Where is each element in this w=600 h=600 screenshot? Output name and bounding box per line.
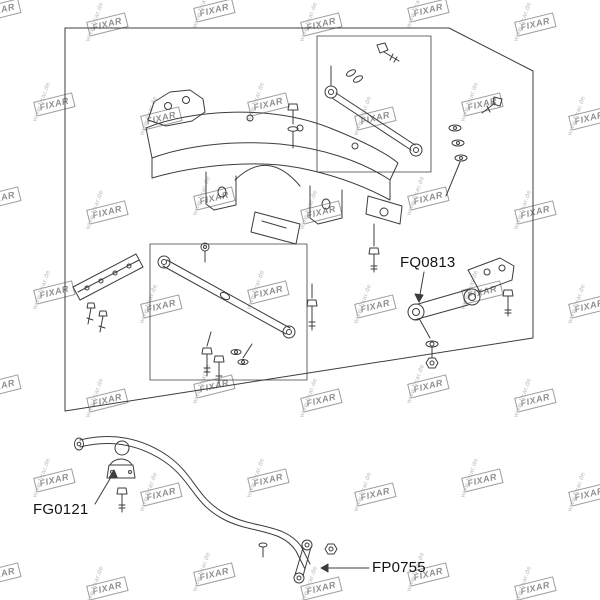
fg0121-clamp: [94, 440, 136, 513]
left-bracket-plate: [72, 253, 144, 333]
stabilizer-bar: [74, 436, 311, 570]
part-label-fp0755: FP0755: [372, 559, 426, 576]
fq0813-assembly: [368, 223, 515, 369]
diagram-border: [64, 27, 534, 412]
bolt-washer-center: [287, 103, 299, 149]
subframe-crossmember: [145, 89, 403, 245]
fp0755-link: [258, 539, 370, 584]
part-label-fg0121: FG0121: [33, 501, 89, 518]
control-arm-box-upper: [316, 35, 432, 173]
control-arm-box-lower: [149, 242, 308, 381]
fasteners-upper-right: [445, 96, 503, 197]
fasteners-lower: [201, 283, 318, 385]
part-label-fq0813: FQ0813: [400, 254, 456, 271]
